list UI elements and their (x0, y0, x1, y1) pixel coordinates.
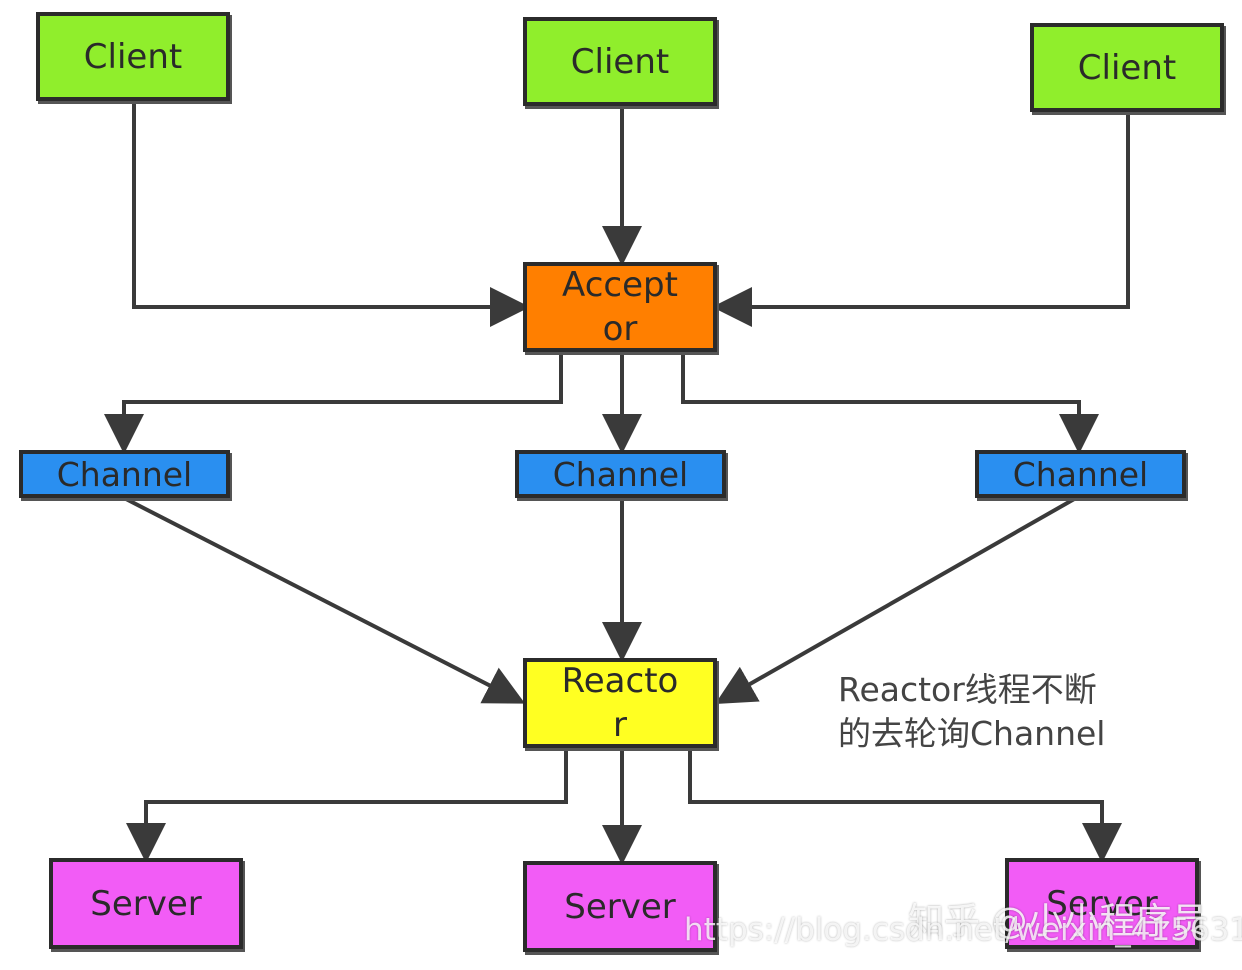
channel-node-left: Channel (19, 450, 230, 498)
channel-node-center: Channel (515, 450, 726, 498)
reactor-label-line2: r (613, 705, 627, 745)
channel-right-label: Channel (1012, 454, 1149, 494)
server-node-center: Server (523, 861, 717, 952)
server-node-left: Server (49, 858, 243, 949)
acceptor-label-line1: Accept (562, 265, 678, 305)
reactor-node: Reacto r (523, 658, 717, 748)
acceptor-node: Accept or (523, 262, 717, 352)
client-right-label: Client (1077, 47, 1177, 88)
server-left-label: Server (90, 883, 202, 924)
edge-client-left-to-acceptor (132, 100, 530, 327)
server-node-right: Server (1005, 858, 1199, 949)
channel-node-right: Channel (975, 450, 1186, 498)
edge-reactor-to-server-left (126, 748, 568, 863)
edge-acceptor-to-channel-right (681, 352, 1099, 454)
channel-center-label: Channel (552, 454, 689, 494)
client-left-label: Client (83, 36, 183, 77)
csdn-url-watermark: https://blog.csdn.net/weixin_41563161 (684, 912, 1242, 948)
reactor-annotation: Reactor线程不断 的去轮询Channel (838, 668, 1138, 756)
client-node-left: Client (36, 12, 230, 101)
server-right-label: Server (1046, 883, 1158, 924)
zhihu-watermark: 知乎 @小小程序员 (908, 901, 1208, 942)
client-center-label: Client (570, 41, 670, 82)
edge-channel-right-to-reactor (715, 496, 1077, 704)
acceptor-label-line2: or (602, 309, 638, 349)
edge-acceptor-to-channel-left (104, 352, 563, 454)
annotation-line1: Reactor线程不断 (838, 670, 1097, 709)
client-node-right: Client (1030, 23, 1224, 112)
client-node-center: Client (523, 17, 717, 106)
edge-channel-left-to-reactor (123, 496, 526, 704)
edge-client-right-to-acceptor (712, 110, 1130, 327)
annotation-line2: 的去轮询Channel (838, 714, 1106, 753)
reactor-label-line1: Reacto (561, 661, 679, 701)
channel-left-label: Channel (56, 454, 193, 494)
server-center-label: Server (564, 886, 676, 927)
edge-reactor-to-server-right (688, 748, 1122, 863)
